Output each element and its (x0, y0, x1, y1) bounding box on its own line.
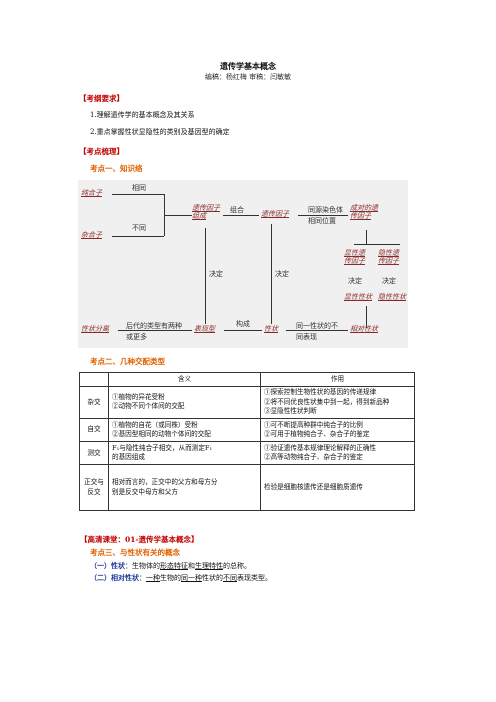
point-1-heading: 考点一、知识络 (90, 164, 143, 173)
lesson-heading: 【高清课堂：01-遗传学基本概念】 (80, 535, 199, 544)
meaning-line: 的基因组成 (112, 453, 145, 462)
determine-label-4: 决定 (275, 270, 289, 278)
row-name: 测交 (79, 441, 109, 466)
homozygote-term: 纯合子 (81, 189, 102, 197)
requirement-1: 1.理解遗传学的基本概念及其关系 (90, 111, 195, 119)
meaning-line: ②基因型相同的动物个体间的交配 (112, 430, 211, 439)
rel-underline-1: 一种 (146, 574, 160, 582)
trait-text-c: 的总称。 (223, 562, 251, 570)
use-line: ②高等动物纯合子、杂合子的鉴定 (264, 453, 363, 462)
trait-underline-1: 形态特征 (160, 562, 188, 570)
different-label: 不同 (132, 224, 146, 232)
compose-label: 组合 (230, 206, 244, 214)
rel-text-a: ： (139, 574, 146, 582)
header-use: 作用 (260, 372, 415, 387)
relative-trait-label: （二）相对性状 (90, 573, 139, 582)
genetic-factor-term: 遗传因子 (261, 210, 289, 218)
row-name: 正交与反交 (79, 464, 109, 512)
doc-title: 遗传学基本概念 (220, 61, 276, 71)
rel-underline-3: 不同 (223, 574, 237, 582)
rel-text-c: 性状的 (202, 574, 223, 582)
concept-diagram: 纯合子 杂合子 相同 不同 遗传因子组成 组合 遗传因子 同源染色体相同位置 成… (78, 180, 408, 348)
trait-text-b: 和 (188, 562, 195, 570)
trait-label: （一）性状 (90, 561, 125, 570)
row-name: 杂交 (79, 385, 109, 420)
section-points: 【考点梳理】 (79, 147, 124, 156)
same-label: 相同 (132, 184, 146, 192)
relative-trait-definition: （二）相对性状：一种生物的同一种性状的不同表现类型。 (90, 573, 272, 582)
table-row: 正交与反交 相对而言的，正交中的父方和母方分别是反交中母方和父方 检验是细胞核遗… (79, 464, 415, 512)
relative-trait-term: 相对性状 (350, 325, 378, 333)
dominant-trait-term: 显性性状 (344, 293, 372, 301)
allele-term: 成对的遗传因子 (350, 204, 378, 220)
constitute-label: 构成 (236, 320, 250, 328)
rel-underline-2: 同一种 (181, 574, 202, 582)
recessive-trait-term: 隐性性状 (378, 293, 406, 301)
trait-text-a: ：生物体的 (125, 562, 160, 570)
dominant-factor-term: 显性遗传因子 (344, 249, 365, 265)
use-line: ①验证遗传基本规律理论解释的正确性 (264, 443, 377, 452)
use-line: ③显隐性性状判断 (264, 407, 317, 416)
trait-definition: （一）性状：生物体的形态特征和生理特性的总称。 (90, 561, 251, 570)
rel-text-b: 生物的 (160, 574, 181, 582)
requirement-2: 2.重点掌握性状显隐性的类别及基因型的确定 (90, 128, 230, 136)
recessive-factor-term: 隐性遗传因子 (378, 249, 399, 265)
use-line: ②将不同优良性状集中到一起，得到新品种 (264, 397, 390, 406)
use-line: ①可不断提高种群中纯合子的比例 (264, 420, 363, 429)
trait-term: 性状 (264, 325, 278, 333)
meaning-line: F₁与隐性纯合子相交，从而测定F₁ (112, 443, 213, 452)
determine-label-1: 决定 (348, 277, 362, 285)
use-line: ①探索控制生物性状的基因的传递规律 (264, 388, 377, 397)
phenotype-term: 表现型 (194, 325, 215, 333)
rel-text-d: 表现类型。 (237, 574, 272, 582)
point-2-heading: 考点二、几种交配类型 (90, 357, 165, 366)
header-blank (79, 372, 109, 387)
homologous-position-label: 同源染色体相同位置 (308, 206, 343, 226)
meaning-line: ②动物不同个体间的交配 (112, 402, 185, 411)
point-3-heading: 考点三、与性状有关的概念 (90, 548, 180, 557)
editors-line: 编稿：杨红梅 审稿：闫敏敏 (204, 73, 292, 81)
determine-label-2: 决定 (382, 277, 396, 285)
meaning-line: ①植物的自花（或同株）受粉 (112, 420, 198, 429)
trait-underline-2: 生理特性 (195, 562, 223, 570)
meaning-line: ①植物的异花受粉 (112, 392, 165, 401)
use-line: ②可用于植物纯合子、杂合子的鉴定 (264, 430, 370, 439)
row-name: 自交 (79, 418, 109, 443)
same-trait-diff-label: 同一性状的不同表现 (296, 322, 338, 342)
heterozygote-term: 杂合子 (81, 231, 102, 239)
segregation-term: 性状分离 (81, 325, 109, 333)
later-types-label: 后代的类型有两种或更多 (126, 322, 182, 342)
determine-label-3: 决定 (209, 270, 223, 278)
meaning-line: 相对而言的，正交中的父方和母方分 (112, 478, 218, 487)
use-line: 检验是细胞核遗传还是细胞质遗传 (264, 483, 363, 492)
header-meaning: 含义 (108, 372, 261, 387)
section-requirements: 【考纲要求】 (79, 94, 124, 103)
meaning-line: 别是反交中母方和父方 (112, 487, 178, 496)
genotype-composition-term: 遗传因子组成 (192, 204, 220, 220)
